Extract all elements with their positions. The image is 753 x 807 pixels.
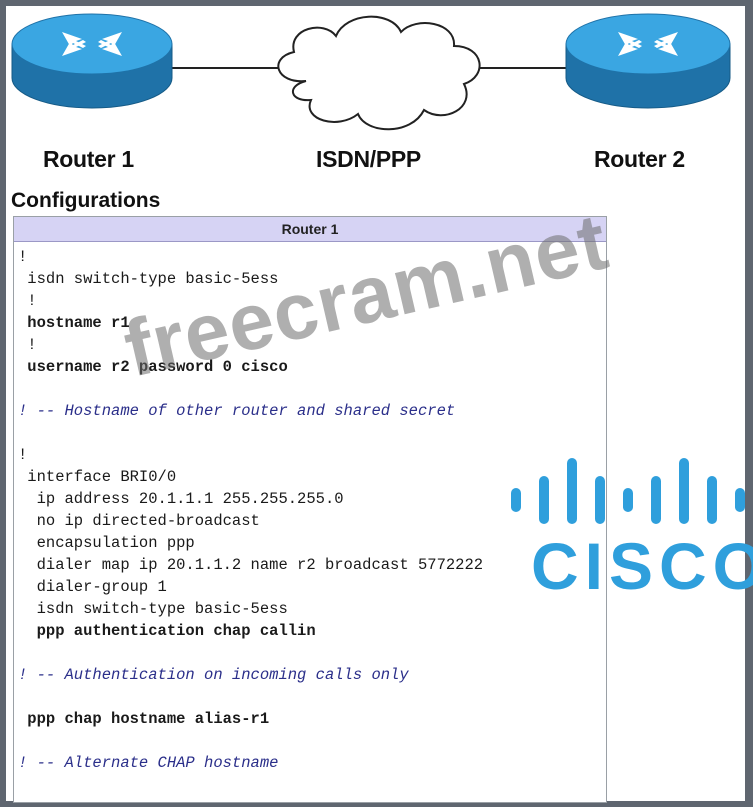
- config-line: interface BRI0/0: [18, 468, 177, 486]
- config-line: ppp chap hostname alias-r1: [18, 710, 270, 728]
- config-line: !: [18, 336, 37, 354]
- config-header: Router 1: [14, 217, 606, 242]
- config-line: username r2 password 0 cisco: [18, 358, 288, 376]
- config-line: encapsulation ppp: [18, 534, 195, 552]
- config-line: ppp authentication chap callin: [18, 622, 316, 640]
- config-line: dialer-group 1: [18, 578, 167, 596]
- config-line: isdn switch-type basic-5ess: [18, 270, 279, 288]
- config-line: !: [18, 248, 28, 266]
- network-topology: [11, 13, 731, 131]
- config-line: ip address 20.1.1.1 255.255.255.0: [18, 490, 344, 508]
- config-line: [14, 686, 606, 708]
- config-comment-line: ! -- Alternate CHAP hostname: [18, 754, 279, 772]
- configurations-title: Configurations: [11, 189, 161, 212]
- diagram-frame: Router 1 ISDN/PPP Router 2 Configuration…: [6, 6, 753, 803]
- config-line: isdn switch-type basic-5ess: [18, 600, 288, 618]
- config-lines: ! isdn switch-type basic-5ess ! hostname…: [14, 242, 606, 774]
- router-1-icon: [11, 13, 173, 109]
- config-line: !: [18, 446, 28, 464]
- router-2-icon: [565, 13, 731, 109]
- isdn-cloud-icon: [277, 15, 481, 131]
- config-line: no ip directed-broadcast: [18, 512, 260, 530]
- config-line: !: [18, 292, 37, 310]
- config-line: dialer map ip 20.1.1.2 name r2 broadcast…: [18, 556, 484, 574]
- config-line: [14, 422, 606, 444]
- router-2-label: Router 2: [594, 146, 685, 172]
- config-line: [14, 642, 606, 664]
- config-comment-line: ! -- Authentication on incoming calls on…: [18, 666, 409, 684]
- config-line: hostname r1: [18, 314, 130, 332]
- config-comment-line: ! -- Hostname of other router and shared…: [18, 402, 456, 420]
- isdn-cloud-label: ISDN/PPP: [316, 146, 421, 172]
- config-line: [14, 730, 606, 752]
- config-line: [14, 378, 606, 400]
- router-1-config-panel: Router 1 ! isdn switch-type basic-5ess !…: [13, 216, 607, 803]
- router-1-label: Router 1: [43, 146, 134, 172]
